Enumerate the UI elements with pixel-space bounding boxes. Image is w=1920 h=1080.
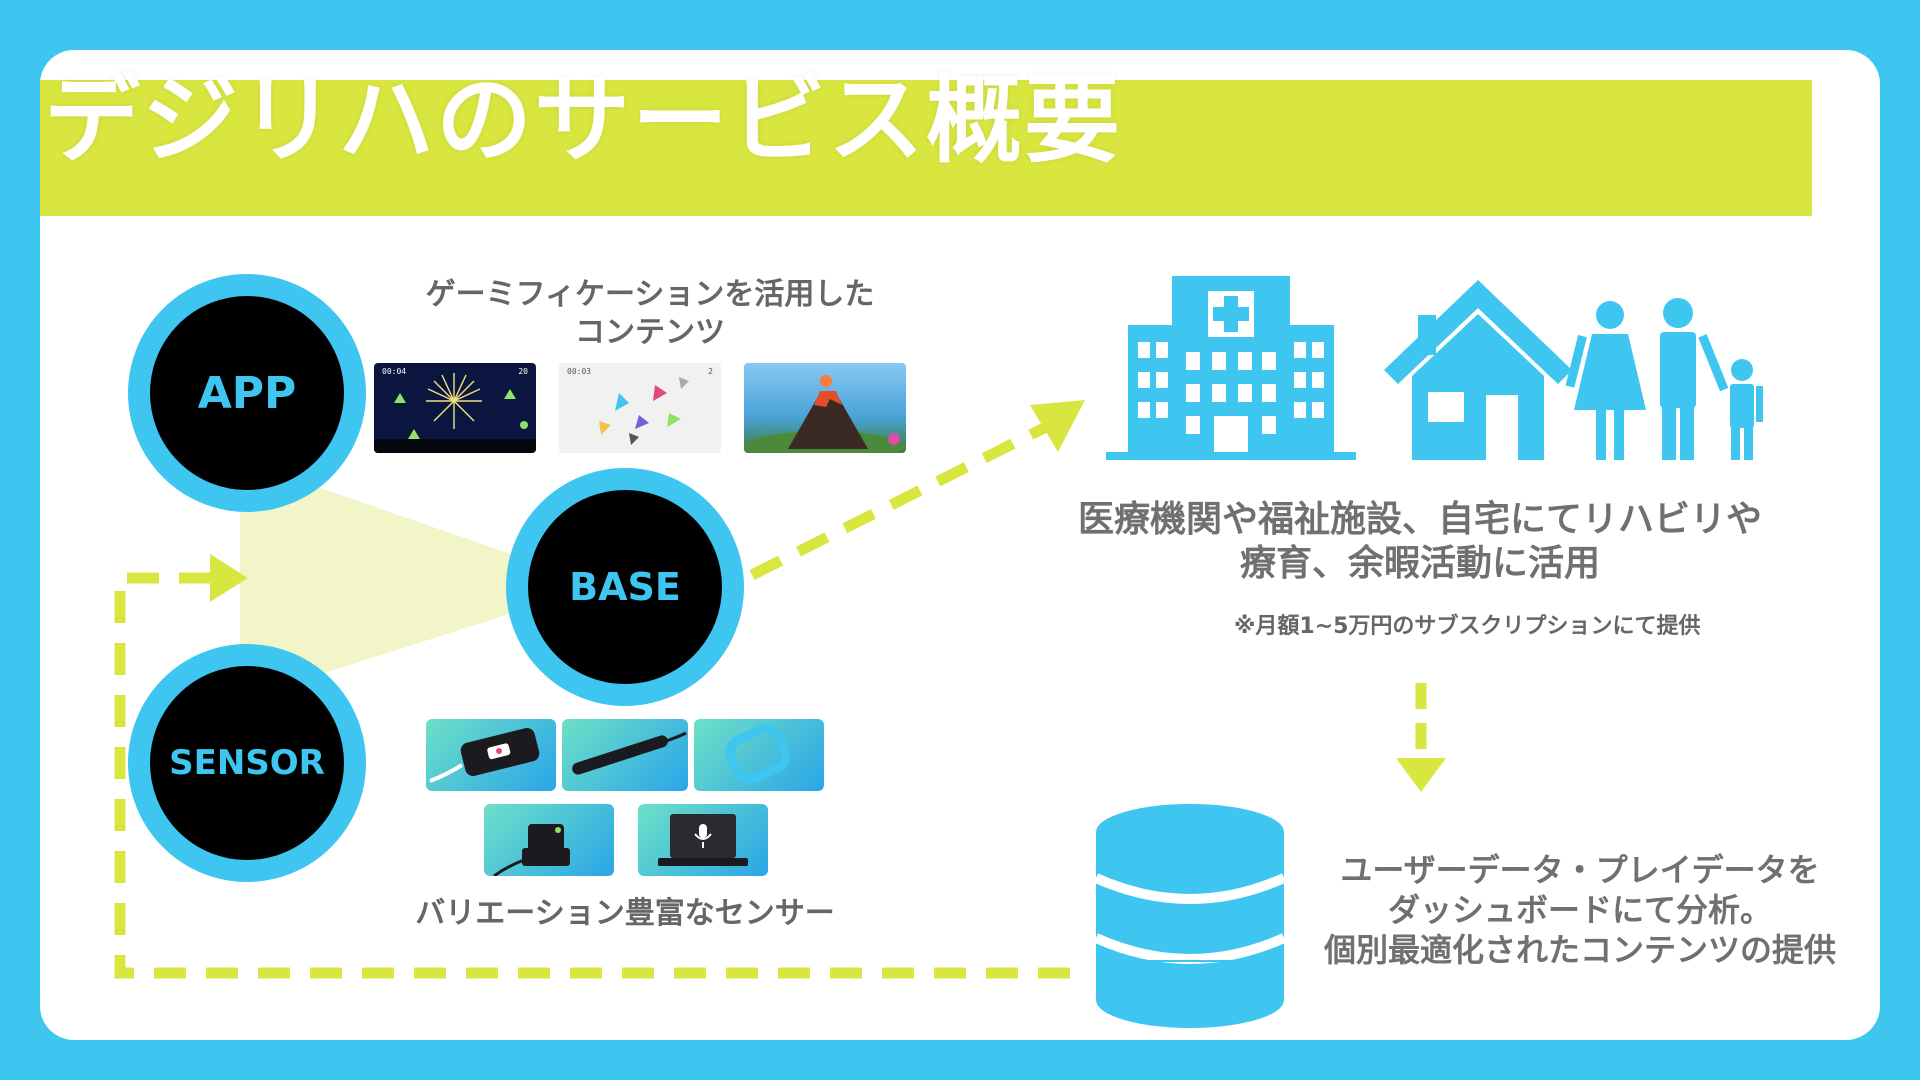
data-line2: ダッシュボードにて分析。 [1387, 891, 1772, 929]
house-icon [1384, 280, 1572, 460]
bar-sensor-tile [562, 719, 688, 791]
data-analysis-text: ユーザーデータ・プレイデータを ダッシュボードにて分析。 個別最適化されたコンテ… [1300, 850, 1860, 970]
page-title: デジリハのサービス概要 [44, 64, 1122, 176]
hospital-icon [1106, 276, 1356, 460]
base-node-label: BASE [569, 565, 681, 609]
volcano-game-thumbnail [744, 363, 906, 453]
laptop-graphic [658, 814, 748, 866]
title-band [40, 80, 1812, 216]
camera-sensor-tile [484, 804, 614, 876]
microphone-laptop-tile [638, 804, 768, 876]
camera-sensor-graphic [493, 824, 570, 876]
wristband-graphic [725, 724, 791, 784]
usage-line2: 療育、余暇活動に活用 [1239, 543, 1600, 584]
arrow-base-to-usage [749, 400, 1085, 580]
node-link-triangle [240, 460, 600, 700]
usage-text: 医療機関や福祉施設、自宅にてリハビリや 療育、余暇活動に活用 [1060, 498, 1780, 586]
wristband-sensor-tile [694, 719, 824, 791]
fireworks-graphic [374, 373, 536, 453]
app-node: APP [128, 274, 366, 512]
app-caption-line2: コンテンツ [575, 315, 725, 350]
app-node-label: APP [197, 367, 297, 419]
touch-sensor-tile [426, 719, 556, 791]
family-icon [1565, 298, 1763, 460]
sensor-node-label: SENSOR [169, 743, 325, 783]
bar-sensor-graphic [572, 731, 687, 775]
data-line1: ユーザーデータ・プレイデータを [1340, 851, 1820, 889]
data-line3: 個別最適化されたコンテンツの提供 [1323, 931, 1836, 969]
usage-line1: 医療機関や福祉施設、自宅にてリハビリや [1077, 499, 1762, 540]
feedback-loop-arrow [114, 554, 1070, 979]
arrow-down-to-database [1396, 683, 1446, 792]
app-caption: ゲーミフィケーションを活用した コンテンツ [380, 276, 920, 352]
touch-sensor-graphic [429, 728, 540, 783]
fireworks-game-thumbnail: 00:04 20 [374, 363, 536, 453]
gems-game-thumbnail: 00:03 2 [559, 363, 721, 453]
gems-time: 00:03 [567, 367, 592, 376]
gems-score: 2 [708, 367, 713, 376]
app-caption-line1: ゲーミフィケーションを活用した [425, 277, 875, 312]
fireworks-time: 00:04 [382, 367, 407, 376]
volcano-graphic [744, 375, 904, 453]
fireworks-score: 20 [518, 367, 528, 376]
sensor-caption: バリエーション豊富なセンサー [415, 896, 835, 931]
base-node: BASE [506, 468, 744, 706]
pricing-note: ※月額1~5万円のサブスクリプションにて提供 [1234, 614, 1701, 639]
gems-graphic [599, 377, 689, 445]
database-icon [1093, 804, 1287, 1028]
sensor-node: SENSOR [128, 644, 366, 882]
